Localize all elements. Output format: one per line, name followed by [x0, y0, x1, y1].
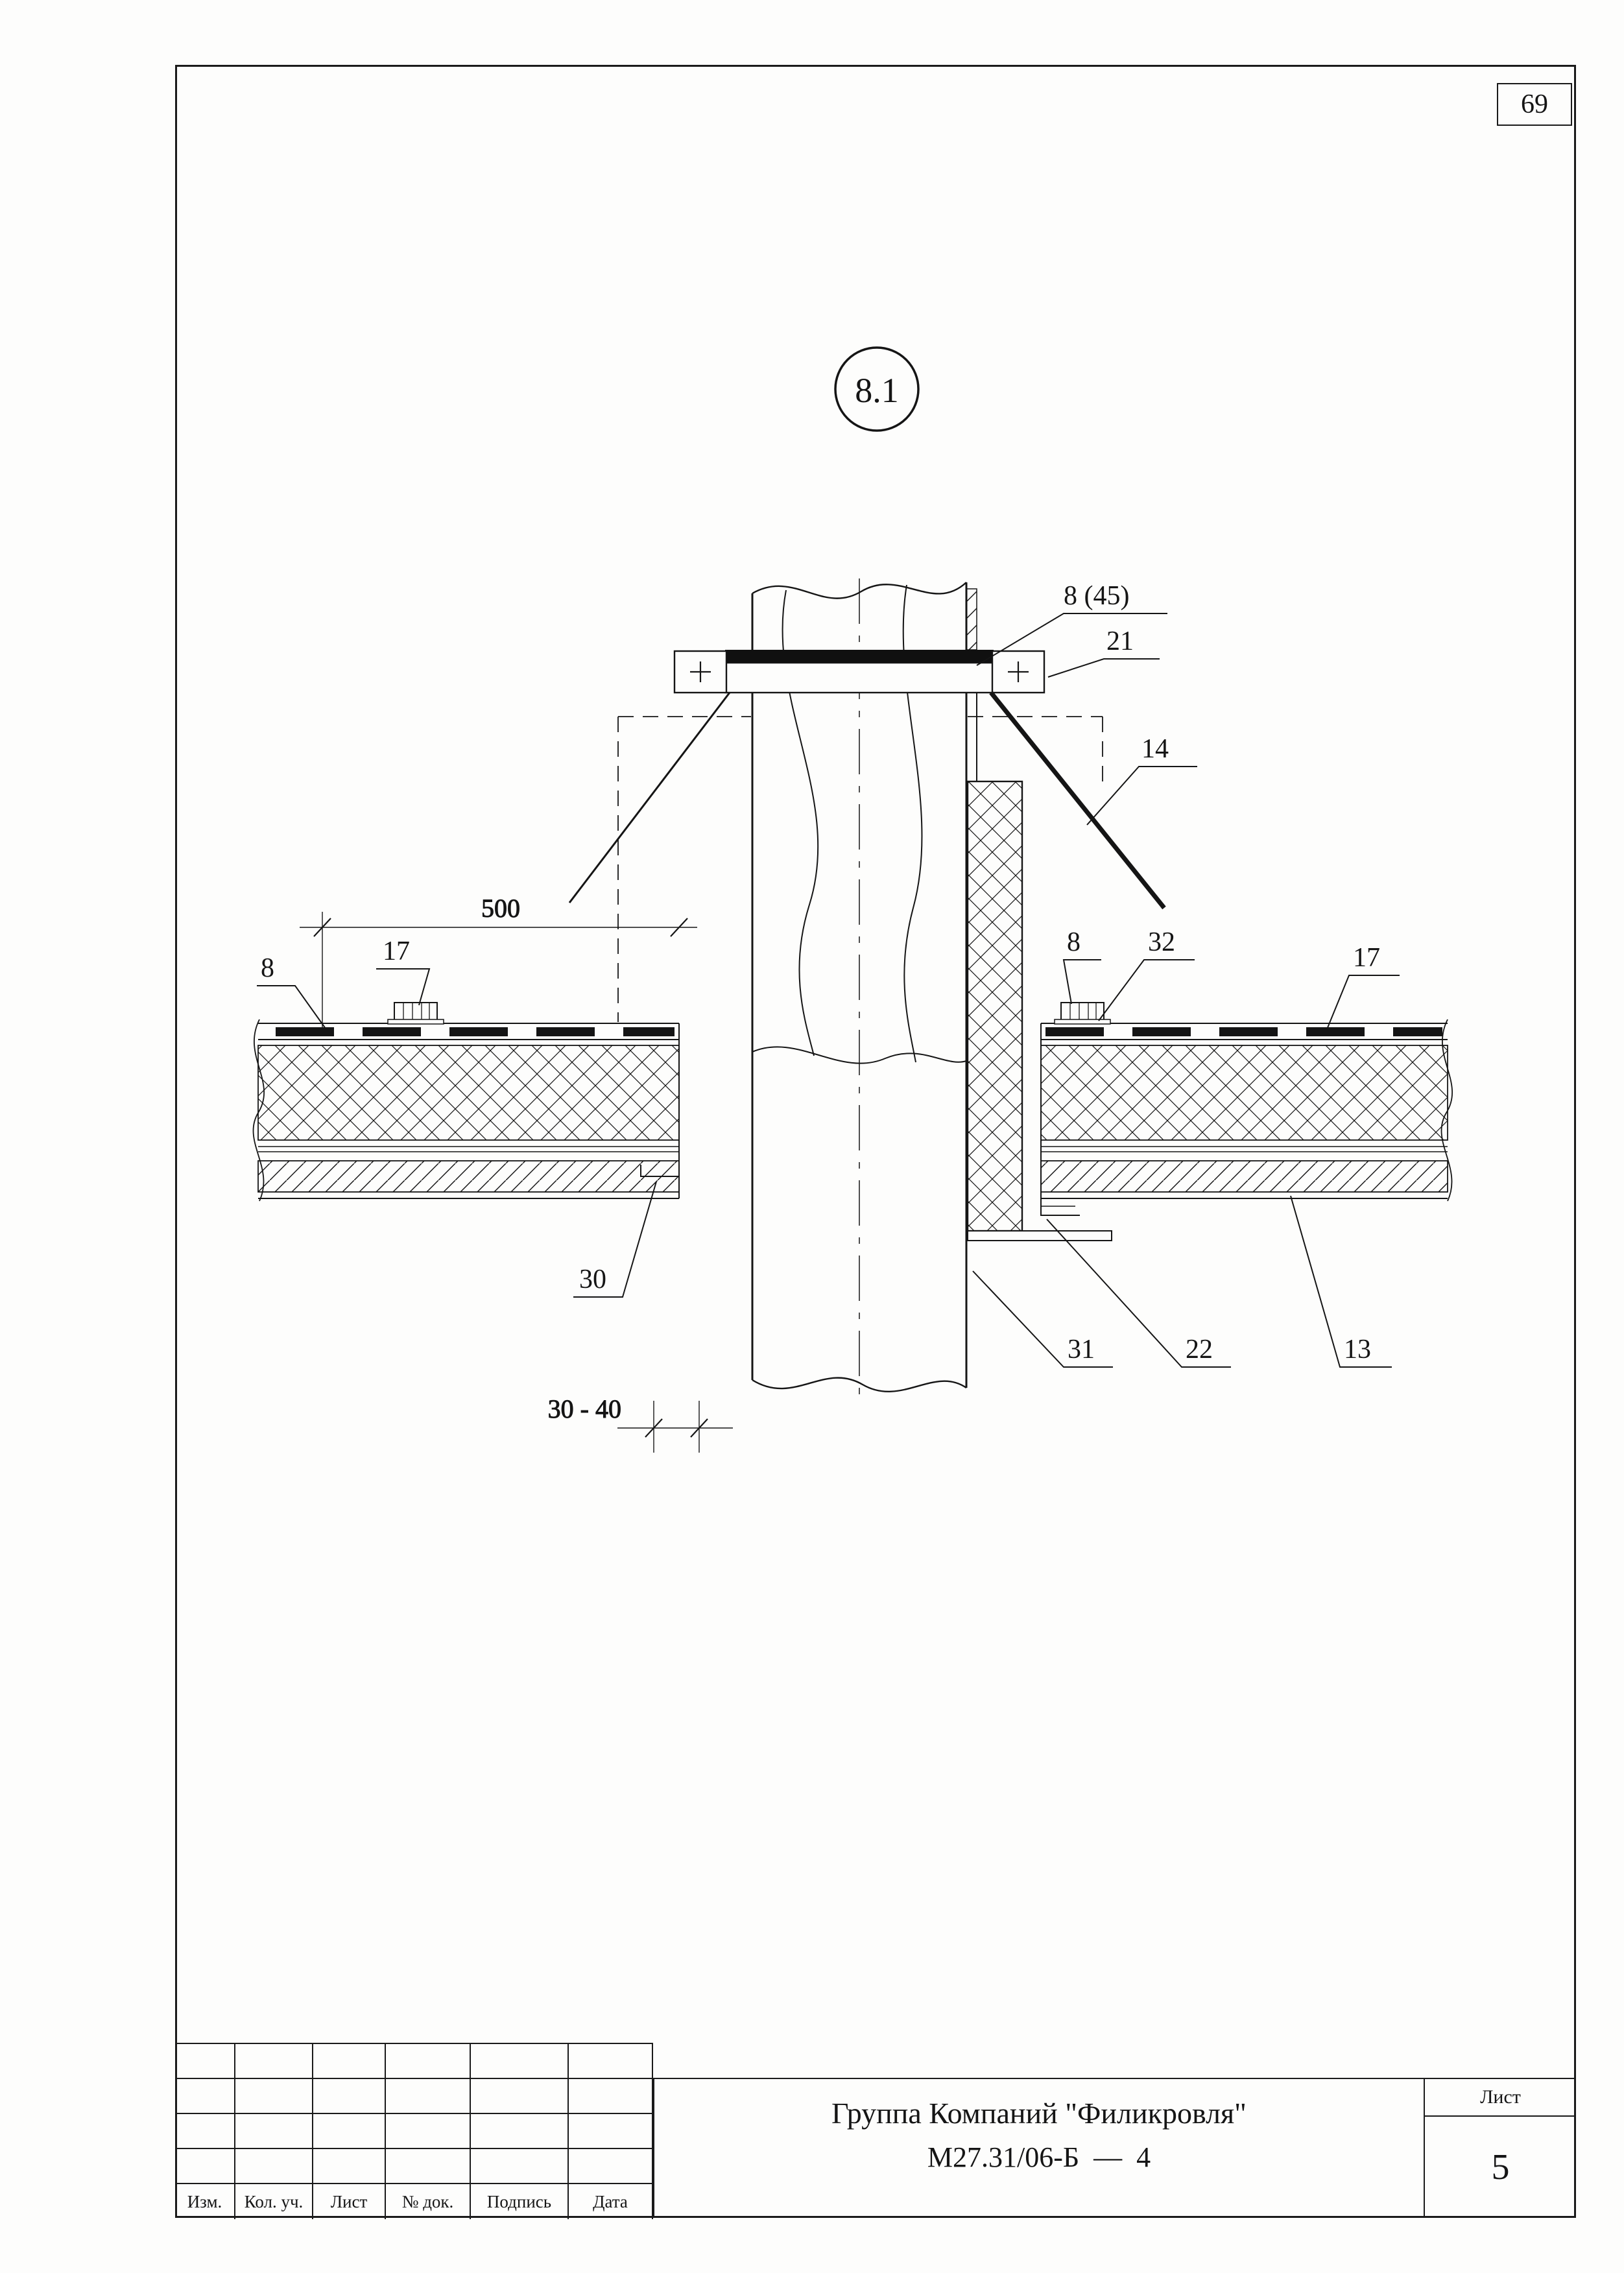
callout-13: 13: [1290, 1195, 1392, 1368]
callout-31-label: 31: [1068, 1335, 1095, 1364]
detail-bubble: 8.1: [834, 346, 920, 432]
dimension-gap: 30 - 40: [547, 1394, 733, 1453]
plus-mark-icon: [1008, 661, 1029, 682]
tb-cell: [235, 2079, 313, 2114]
tb-cell: [386, 2149, 471, 2184]
callout-22: 22: [1046, 1219, 1231, 1368]
fastener-left: [387, 1002, 444, 1025]
document-number: М27.31/06-Б — 4: [927, 2141, 1151, 2173]
corner-detail-right: [1040, 1197, 1080, 1216]
revision-table: Изм. Кол. уч. Лист № док. Подпись Дата: [175, 2043, 653, 2219]
sheet-label: Лист: [1425, 2079, 1576, 2117]
callout-21-label: 21: [1106, 626, 1134, 656]
tb-cell: [471, 2114, 569, 2149]
dimension-gap-value: 30 - 40: [548, 1394, 621, 1423]
tb-cell: [471, 2149, 569, 2184]
pipe: [751, 578, 977, 1394]
pipe-clamp: [673, 650, 1045, 694]
tb-cell: [235, 2044, 313, 2079]
dimension-500: 500: [300, 894, 697, 1027]
plus-mark-icon: [690, 661, 711, 682]
bolt-plate-left: [673, 650, 728, 694]
callout-17-right-label: 17: [1353, 943, 1380, 973]
detail-number: 8.1: [855, 371, 899, 410]
callout-8-right-label: 8: [1067, 927, 1081, 957]
tb-cell: [175, 2149, 235, 2184]
sleeve-wall: [966, 588, 977, 650]
tb-cell: [569, 2149, 653, 2184]
bolt-plate-right: [991, 650, 1045, 694]
tb-cell: [386, 2044, 471, 2079]
drawing-frame: [175, 65, 1576, 2218]
tb-col-izm: Изм.: [175, 2184, 235, 2219]
callout-30-label: 30: [579, 1265, 606, 1294]
tb-col-izm-label: Изм.: [187, 2191, 222, 2211]
tb-cell: [471, 2079, 569, 2114]
callout-31: 31: [972, 1270, 1113, 1368]
page-number: 69: [1521, 89, 1548, 119]
tb-cell: [569, 2079, 653, 2114]
tb-col-podpis: Подпись: [471, 2184, 569, 2219]
callout-14: 14: [1086, 734, 1197, 826]
callout-17-left: 17: [376, 936, 431, 1006]
tb-cell: [313, 2149, 386, 2184]
tb-col-podpis-label: Подпись: [486, 2191, 552, 2211]
tb-cell: [386, 2079, 471, 2114]
bottom-flange: [967, 1230, 1112, 1241]
title-block-sheet: Лист 5: [1424, 2078, 1576, 2218]
tb-col-dok: № док.: [386, 2184, 471, 2219]
title-block: Изм. Кол. уч. Лист № док. Подпись Дата Г…: [175, 2043, 1576, 2219]
pipe-break-top: [752, 582, 967, 599]
roof-panel-right: [1040, 1002, 1453, 1216]
callout-8-45-label: 8 (45): [1064, 581, 1129, 611]
tb-cell: [313, 2044, 386, 2079]
tb-col-list: Лист: [313, 2184, 386, 2219]
tb-cell: [569, 2114, 653, 2149]
callout-32: 32: [1098, 927, 1195, 1021]
roof-panel-left: [252, 1002, 680, 1202]
tb-cell: [471, 2044, 569, 2079]
tb-cell: [175, 2114, 235, 2149]
mineral-wool-wrap: [966, 780, 1112, 1241]
callout-30: 30: [573, 1181, 657, 1298]
company-name: Группа Компаний "Филикровля": [831, 2097, 1247, 2130]
callout-13-label: 13: [1344, 1335, 1371, 1364]
callout-17-left-label: 17: [383, 936, 410, 966]
callout-8-left: 8: [257, 953, 326, 1029]
dimension-500-value: 500: [481, 894, 520, 923]
tb-col-koluch-label: Кол. уч.: [244, 2191, 304, 2211]
corner-detail-left: [640, 1165, 679, 1177]
tb-cell: [313, 2079, 386, 2114]
callout-32-label: 32: [1148, 927, 1175, 957]
tb-col-list-label: Лист: [330, 2191, 368, 2211]
callout-8-45: 8 (45): [976, 581, 1167, 666]
callout-14-label: 14: [1141, 734, 1169, 764]
tb-col-koluch: Кол. уч.: [235, 2184, 313, 2219]
tb-cell: [386, 2114, 471, 2149]
tb-cell: [235, 2149, 313, 2184]
tb-cell: [235, 2114, 313, 2149]
callout-22-label: 22: [1186, 1335, 1213, 1364]
page-number-box: 69: [1497, 83, 1572, 126]
callout-8-left-label: 8: [261, 953, 274, 983]
tb-cell: [175, 2044, 235, 2079]
callout-8-right: 8: [1062, 927, 1101, 1005]
apron-bottom-edge: [752, 1046, 967, 1064]
flashing-cone: [568, 691, 1166, 910]
tb-cell: [569, 2044, 653, 2079]
title-block-center: Группа Компаний "Филикровля" М27.31/06-Б…: [653, 2078, 1424, 2218]
callout-17-right: 17: [1325, 943, 1400, 1033]
callouts: 8 (45) 21 14 8 17 8: [257, 581, 1400, 1368]
sheet-number: 5: [1491, 2147, 1510, 2187]
pipe-break-bottom: [752, 1377, 967, 1392]
fastener-right: [1054, 1002, 1111, 1025]
tb-col-data-label: Дата: [593, 2191, 628, 2211]
tb-cell: [175, 2079, 235, 2114]
tb-col-dok-label: № док.: [401, 2191, 454, 2211]
callout-21: 21: [1047, 626, 1160, 678]
opening-dashed-lines: [617, 716, 1103, 1022]
tb-cell: [313, 2114, 386, 2149]
tb-col-data: Дата: [569, 2184, 653, 2219]
